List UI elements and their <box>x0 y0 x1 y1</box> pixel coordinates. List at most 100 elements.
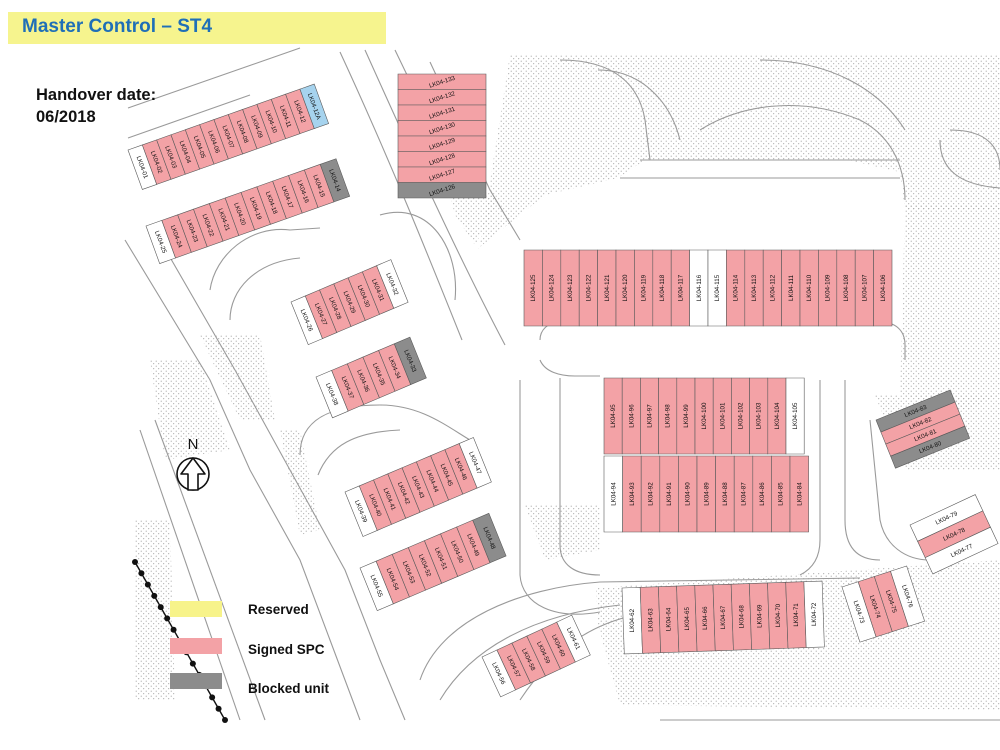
lot-lk04-105[interactable]: LK04-105 <box>785 377 805 455</box>
lot-lk04-101[interactable]: LK04-101 <box>712 377 732 455</box>
lot-lk04-61[interactable]: LK04-61 <box>556 614 591 663</box>
lot-lk04-69[interactable]: LK04-69 <box>749 582 771 650</box>
lot-lk04-110[interactable]: LK04-110 <box>799 249 819 327</box>
lot-lk04-32[interactable]: LK04-32 <box>376 259 409 309</box>
lot-lk04-95[interactable]: LK04-95 <box>603 377 623 455</box>
lot-lk04-68[interactable]: LK04-68 <box>730 583 752 651</box>
lot-lk04-97[interactable]: LK04-97 <box>640 377 659 455</box>
lot-lk04-10[interactable]: LK04-10 <box>256 98 287 145</box>
lot-lk04-03[interactable]: LK04-03 <box>156 134 186 180</box>
lot-lk04-08[interactable]: LK04-08 <box>227 109 258 155</box>
lot-lk04-132[interactable]: LK04-132 <box>397 89 487 106</box>
lot-lk04-119[interactable]: LK04-119 <box>634 249 654 327</box>
lot-lk04-77[interactable]: LK04-77 <box>924 526 999 575</box>
lot-lk04-107[interactable]: LK04-107 <box>854 249 874 327</box>
lot-lk04-99[interactable]: LK04-99 <box>676 377 696 455</box>
lot-lk04-92[interactable]: LK04-92 <box>640 455 661 533</box>
lot-lk04-76[interactable]: LK04-76 <box>890 565 925 627</box>
lot-lk04-90[interactable]: LK04-90 <box>678 455 698 533</box>
lot-lk04-72[interactable]: LK04-72 <box>803 580 825 648</box>
lot-lk04-78[interactable]: LK04-78 <box>917 510 991 559</box>
lot-lk04-41[interactable]: LK04-41 <box>373 473 407 525</box>
lot-lk04-112[interactable]: LK04-112 <box>762 249 782 327</box>
lot-lk04-106[interactable]: LK04-106 <box>873 249 893 327</box>
lot-lk04-130[interactable]: LK04-130 <box>397 120 487 137</box>
lot-lk04-12[interactable]: LK04-12 <box>285 88 315 135</box>
lot-lk04-64[interactable]: LK04-64 <box>658 585 680 653</box>
lot-lk04-47[interactable]: LK04-47 <box>458 437 492 489</box>
lot-lk04-126[interactable]: LK04-126 <box>397 182 487 199</box>
lot-lk04-31[interactable]: LK04-31 <box>361 265 395 315</box>
lot-lk04-122[interactable]: LK04-122 <box>578 249 598 327</box>
lot-lk04-70[interactable]: LK04-70 <box>767 581 789 650</box>
lot-lk04-36[interactable]: LK04-36 <box>346 356 380 405</box>
lot-lk04-114[interactable]: LK04-114 <box>726 249 746 327</box>
lot-lk04-128[interactable]: LK04-128 <box>397 151 487 168</box>
lot-lk04-89[interactable]: LK04-89 <box>696 455 716 533</box>
lot-lk04-06[interactable]: LK04-06 <box>199 119 229 165</box>
lot-lk04-62[interactable]: LK04-62 <box>621 587 643 655</box>
lot-lk04-96[interactable]: LK04-96 <box>621 377 641 455</box>
lot-lk04-51[interactable]: LK04-51 <box>424 533 459 584</box>
lot-lk04-34[interactable]: LK04-34 <box>378 343 412 392</box>
lot-lk04-67[interactable]: LK04-67 <box>712 583 734 652</box>
lot-lk04-121[interactable]: LK04-121 <box>597 249 617 327</box>
lot-lk04-94[interactable]: LK04-94 <box>603 455 623 533</box>
lot-lk04-33[interactable]: LK04-33 <box>393 336 427 385</box>
lot-lk04-38[interactable]: LK04-38 <box>315 369 349 419</box>
lot-lk04-123[interactable]: LK04-123 <box>560 249 580 327</box>
lot-lk04-42[interactable]: LK04-42 <box>387 467 421 519</box>
lot-lk04-108[interactable]: LK04-108 <box>836 249 856 327</box>
lot-lk04-21[interactable]: LK04-21 <box>208 197 240 242</box>
lot-lk04-84[interactable]: LK04-84 <box>789 455 809 533</box>
lot-lk04-22[interactable]: LK04-22 <box>193 203 224 248</box>
lot-lk04-80[interactable]: LK04-80 <box>890 425 971 469</box>
lot-lk04-125[interactable]: LK04-125 <box>523 249 543 327</box>
lot-lk04-66[interactable]: LK04-66 <box>694 584 716 652</box>
lot-lk04-16[interactable]: LK04-16 <box>288 169 319 214</box>
lot-lk04-117[interactable]: LK04-117 <box>670 249 690 327</box>
lot-lk04-129[interactable]: LK04-129 <box>397 135 487 152</box>
lot-lk04-85[interactable]: LK04-85 <box>771 455 791 533</box>
lot-lk04-116[interactable]: LK04-116 <box>689 249 709 327</box>
lot-lk04-15[interactable]: LK04-15 <box>303 163 335 208</box>
lot-lk04-71[interactable]: LK04-71 <box>785 581 807 649</box>
lot-lk04-52[interactable]: LK04-52 <box>407 540 443 591</box>
lot-lk04-50[interactable]: LK04-50 <box>440 526 475 577</box>
lot-lk04-44[interactable]: LK04-44 <box>415 455 449 507</box>
lot-lk04-14[interactable]: LK04-14 <box>319 158 351 203</box>
lot-lk04-28[interactable]: LK04-28 <box>319 283 352 333</box>
lot-lk04-12a[interactable]: LK04-12A <box>299 83 330 129</box>
lot-lk04-118[interactable]: LK04-118 <box>652 249 672 327</box>
lot-lk04-43[interactable]: LK04-43 <box>401 461 435 513</box>
lot-lk04-86[interactable]: LK04-86 <box>752 455 772 533</box>
lot-lk04-65[interactable]: LK04-65 <box>676 585 698 653</box>
lot-lk04-74[interactable]: LK04-74 <box>857 576 893 638</box>
lot-lk04-48[interactable]: LK04-48 <box>472 512 507 564</box>
lot-lk04-17[interactable]: LK04-17 <box>272 175 303 220</box>
lot-lk04-45[interactable]: LK04-45 <box>430 449 464 501</box>
lot-lk04-88[interactable]: LK04-88 <box>715 455 735 533</box>
lot-lk04-27[interactable]: LK04-27 <box>304 289 338 339</box>
lot-lk04-133[interactable]: LK04-133 <box>397 73 487 90</box>
lot-lk04-02[interactable]: LK04-02 <box>141 139 172 185</box>
lot-lk04-127[interactable]: LK04-127 <box>397 166 487 183</box>
lot-lk04-63[interactable]: LK04-63 <box>639 586 661 654</box>
lot-lk04-100[interactable]: LK04-100 <box>694 377 714 455</box>
lot-lk04-131[interactable]: LK04-131 <box>397 104 487 121</box>
lot-lk04-93[interactable]: LK04-93 <box>622 455 642 533</box>
lot-lk04-111[interactable]: LK04-111 <box>781 249 801 327</box>
lot-lk04-98[interactable]: LK04-98 <box>658 377 678 455</box>
lot-lk04-102[interactable]: LK04-102 <box>731 377 750 455</box>
lot-lk04-103[interactable]: LK04-103 <box>749 377 769 455</box>
lot-lk04-91[interactable]: LK04-91 <box>659 455 679 533</box>
lot-lk04-87[interactable]: LK04-87 <box>733 455 754 533</box>
lot-lk04-124[interactable]: LK04-124 <box>542 249 562 327</box>
lot-lk04-113[interactable]: LK04-113 <box>744 249 764 327</box>
lot-lk04-120[interactable]: LK04-120 <box>615 249 635 327</box>
lot-lk04-109[interactable]: LK04-109 <box>818 249 838 327</box>
lot-lk04-104[interactable]: LK04-104 <box>767 377 787 455</box>
lot-lk04-19[interactable]: LK04-19 <box>240 186 271 231</box>
lot-lk04-115[interactable]: LK04-115 <box>707 249 727 327</box>
lot-lk04-09[interactable]: LK04-09 <box>242 103 272 150</box>
